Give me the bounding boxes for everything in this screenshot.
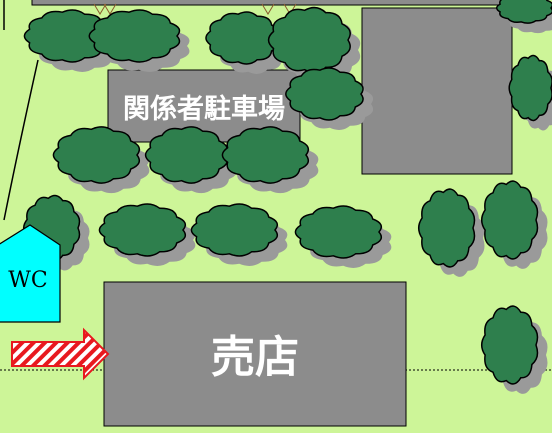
tree-icon: [294, 205, 383, 259]
tree-icon: [205, 11, 280, 65]
tree-icon: [267, 6, 351, 74]
trees: [22, 0, 552, 394]
entrance-arrow-icon[interactable]: [11, 327, 110, 381]
tree-trunk-icon: [103, 3, 117, 15]
tree-icon: [285, 67, 364, 121]
staff-parking-label: 関係者駐車場: [123, 94, 285, 125]
tree-trunk-icon: [93, 3, 107, 15]
tree-icon: [480, 180, 539, 260]
tree-icon: [190, 203, 279, 257]
tree-icon: [144, 126, 228, 184]
tree-icon: [480, 305, 539, 385]
wc-building-icon[interactable]: WC: [0, 224, 61, 323]
right-building: [361, 7, 513, 175]
tree-icon: [52, 126, 141, 184]
tree-icon: [508, 54, 552, 122]
footpath-line: [3, 59, 39, 221]
tree-icon: [221, 126, 310, 184]
tree-icon: [417, 188, 476, 268]
shop-label: 売店: [211, 332, 299, 383]
wc-label: WC: [8, 268, 47, 293]
tree-icon: [23, 9, 112, 63]
tree-trunk-icon: [261, 3, 275, 15]
tree-icon: [98, 203, 187, 257]
tree-icon: [495, 0, 552, 24]
top-building: [31, 0, 509, 6]
tree-icon: [88, 9, 181, 63]
